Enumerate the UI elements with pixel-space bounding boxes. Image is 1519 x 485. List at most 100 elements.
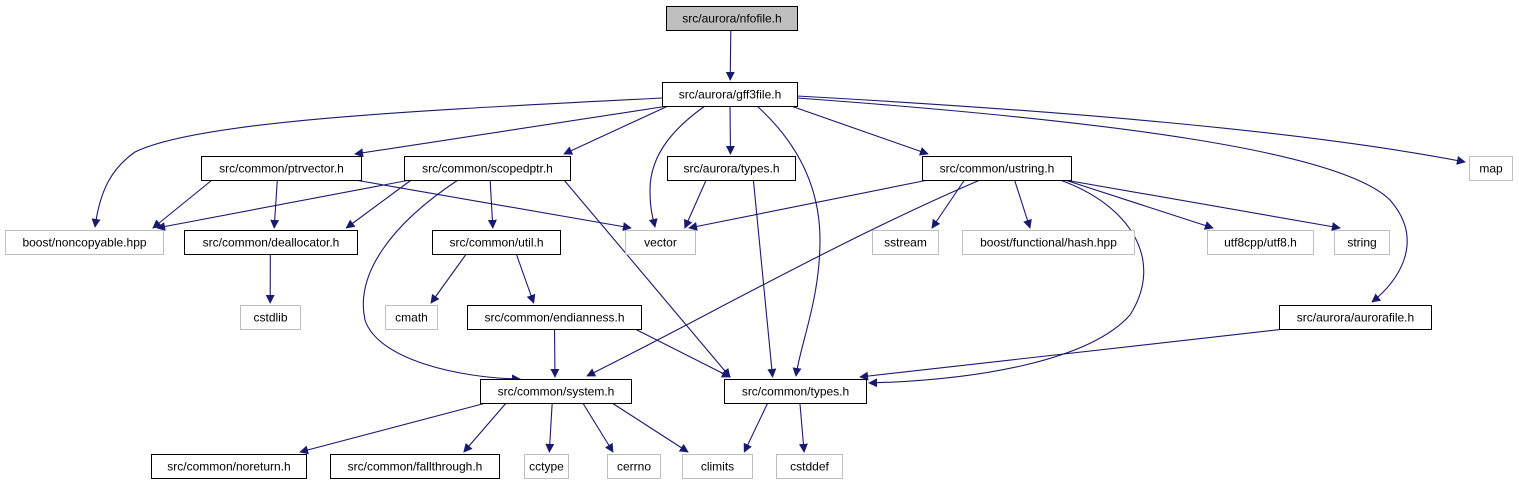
edge-ustring-to-sstream bbox=[931, 179, 965, 229]
node-label: src/common/fallthrough.h bbox=[348, 460, 483, 474]
node-nfofile[interactable]: src/aurora/nfofile.h bbox=[666, 6, 798, 31]
node-ptrvector[interactable]: src/common/ptrvector.h bbox=[201, 156, 362, 181]
node-label: src/common/system.h bbox=[498, 385, 615, 399]
edge-scopedptr-to-system bbox=[362, 179, 521, 384]
node-label: src/aurora/nfofile.h bbox=[682, 12, 781, 26]
node-box bbox=[1279, 305, 1432, 330]
edge-gff3file-to-ustring bbox=[790, 105, 929, 156]
node-deallocator[interactable]: src/common/deallocator.h bbox=[184, 230, 358, 255]
node-box bbox=[480, 379, 632, 404]
node-cctype: cctype bbox=[524, 454, 569, 479]
node-cerrno: cerrno bbox=[607, 454, 661, 479]
node-label: src/common/ptrvector.h bbox=[219, 162, 344, 176]
node-system[interactable]: src/common/system.h bbox=[480, 379, 632, 404]
edge-ustring-to-common_types bbox=[868, 179, 1145, 388]
node-box bbox=[962, 230, 1135, 255]
node-box bbox=[1469, 156, 1513, 181]
edge-util-to-endianness bbox=[515, 253, 536, 304]
node-label: cmath bbox=[395, 311, 428, 325]
edge-util-to-cmath bbox=[430, 253, 467, 304]
edge-ptrvector-to-noncopyable bbox=[152, 179, 213, 229]
edge-gff3file-to-vector bbox=[648, 105, 706, 228]
node-label: climits bbox=[701, 460, 734, 474]
node-noncopyable: boost/noncopyable.hpp bbox=[5, 230, 164, 255]
node-box bbox=[240, 305, 301, 330]
node-sstream: sstream bbox=[872, 230, 939, 255]
node-label: sstream bbox=[884, 236, 927, 250]
node-endianness[interactable]: src/common/endianness.h bbox=[467, 305, 642, 330]
node-boost_hash: boost/functional/hash.hpp bbox=[962, 230, 1135, 255]
node-label: src/common/util.h bbox=[449, 236, 543, 250]
edge-aurora_types-to-vector bbox=[684, 179, 707, 229]
edge-scopedptr-to-deallocator bbox=[345, 179, 412, 229]
node-box bbox=[385, 305, 438, 330]
node-box bbox=[667, 156, 796, 181]
node-box bbox=[201, 156, 362, 181]
node-label: boost/noncopyable.hpp bbox=[22, 236, 146, 250]
edge-ptrvector-to-deallocator bbox=[270, 179, 280, 229]
node-vector: vector bbox=[625, 230, 696, 255]
node-aurora_types[interactable]: src/aurora/types.h bbox=[667, 156, 796, 181]
node-box bbox=[607, 454, 661, 479]
node-util[interactable]: src/common/util.h bbox=[432, 230, 561, 255]
node-label: vector bbox=[644, 236, 677, 250]
edge-ustring-to-utf8 bbox=[1064, 179, 1214, 230]
node-label: src/common/deallocator.h bbox=[203, 236, 340, 250]
node-box bbox=[151, 454, 307, 479]
edge-scopedptr-to-noncopyable bbox=[156, 179, 411, 231]
node-noreturn[interactable]: src/common/noreturn.h bbox=[151, 454, 307, 479]
edge-ustring-to-vector bbox=[688, 179, 929, 231]
node-label: string bbox=[1347, 236, 1376, 250]
node-aurorafile[interactable]: src/aurora/aurorafile.h bbox=[1279, 305, 1432, 330]
edge-ptrvector-to-vector bbox=[354, 179, 632, 232]
node-box bbox=[432, 230, 561, 255]
node-box bbox=[1207, 230, 1314, 255]
edge-common_types-to-cstddef bbox=[798, 402, 808, 453]
node-label: src/aurora/aurorafile.h bbox=[1297, 311, 1414, 325]
nodes-layer: src/aurora/nfofile.h src/aurora/gff3file.… bbox=[5, 6, 1513, 479]
edge-gff3file-to-ptrvector bbox=[354, 105, 669, 158]
node-label: utf8cpp/utf8.h bbox=[1224, 236, 1297, 250]
node-fallthrough[interactable]: src/common/fallthrough.h bbox=[330, 454, 500, 479]
edge-scopedptr-to-util bbox=[487, 179, 497, 229]
edge-gff3file-to-scopedptr bbox=[563, 105, 669, 155]
node-ustring[interactable]: src/common/ustring.h bbox=[922, 156, 1072, 181]
node-label: cstdlib bbox=[253, 311, 287, 325]
node-label: src/common/endianness.h bbox=[484, 311, 624, 325]
node-box bbox=[776, 454, 843, 479]
node-box bbox=[682, 454, 753, 479]
node-box bbox=[724, 379, 867, 404]
node-box bbox=[524, 454, 569, 479]
node-gff3file[interactable]: src/aurora/gff3file.h bbox=[662, 82, 798, 107]
node-box bbox=[467, 305, 642, 330]
node-label: src/common/types.h bbox=[742, 385, 849, 399]
edge-endianness-to-common_types bbox=[634, 328, 731, 378]
node-label: cstddef bbox=[790, 460, 829, 474]
edge-aurora_types-to-common_types bbox=[752, 179, 777, 378]
node-box bbox=[184, 230, 358, 255]
edges-layer bbox=[91, 29, 1466, 455]
edge-gff3file-to-noncopyable bbox=[91, 97, 663, 228]
edge-ustring-to-string bbox=[1064, 179, 1341, 232]
node-utf8: utf8cpp/utf8.h bbox=[1207, 230, 1314, 255]
node-label: src/aurora/types.h bbox=[683, 162, 779, 176]
node-cstdlib: cstdlib bbox=[240, 305, 301, 330]
edge-common_types-to-climits bbox=[743, 402, 769, 453]
edge-gff3file-to-map bbox=[796, 95, 1466, 165]
node-cmath: cmath bbox=[385, 305, 438, 330]
edge-system-to-cerrno bbox=[582, 402, 614, 453]
edge-gff3file-to-aurorafile bbox=[796, 97, 1408, 303]
node-label: src/aurora/gff3file.h bbox=[679, 88, 782, 102]
node-box bbox=[625, 230, 696, 255]
edge-system-to-cctype bbox=[545, 402, 555, 453]
edge-ustring-to-boost_hash bbox=[1014, 179, 1032, 229]
node-box bbox=[666, 6, 798, 31]
node-string: string bbox=[1334, 230, 1390, 255]
edge-scopedptr-to-common_types bbox=[563, 179, 731, 378]
node-label: boost/functional/hash.hpp bbox=[980, 236, 1117, 250]
node-common_types[interactable]: src/common/types.h bbox=[724, 379, 867, 404]
node-scopedptr[interactable]: src/common/scopedptr.h bbox=[404, 156, 571, 181]
node-label: cerrno bbox=[617, 460, 651, 474]
edge-ustring-to-system bbox=[586, 179, 981, 377]
